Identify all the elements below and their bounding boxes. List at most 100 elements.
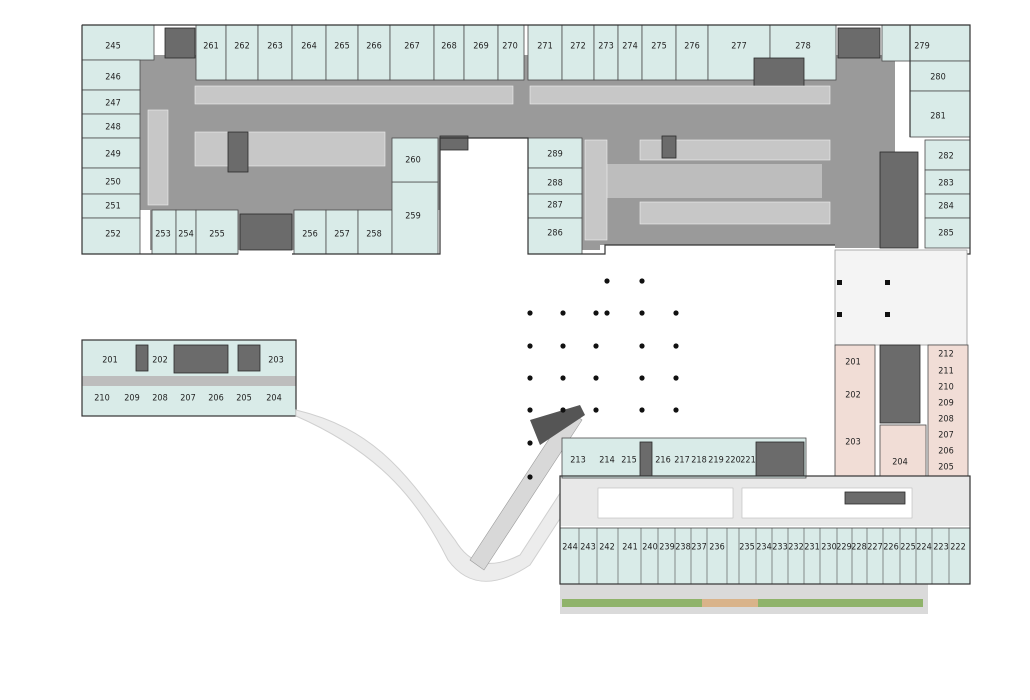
south-unit-216: 216 — [655, 456, 670, 466]
south-unit-237: 237 — [691, 543, 706, 553]
unit-285: 285 — [938, 229, 953, 239]
east-unit-201: 201 — [845, 358, 860, 368]
south-unit-244: 244 — [562, 543, 577, 553]
unit-246: 246 — [105, 73, 120, 83]
south-unit-223: 223 — [933, 543, 948, 553]
south-unit-235: 235 — [739, 543, 754, 553]
south-unit-215: 215 — [621, 456, 636, 466]
unit-251: 251 — [105, 202, 120, 212]
unit-257: 257 — [334, 230, 349, 240]
south-unit-242: 242 — [599, 543, 614, 553]
east-unit-203: 203 — [845, 438, 860, 448]
east-unit-204: 204 — [892, 458, 907, 468]
unit-280: 280 — [930, 73, 945, 83]
south-unit-226: 226 — [883, 543, 898, 553]
unit-282: 282 — [938, 152, 953, 162]
unit-279: 279 — [914, 42, 929, 52]
unit-254: 254 — [178, 230, 193, 240]
south-block: 213 214 215 216 217 218 219 220 221 244 … — [559, 437, 971, 614]
unit-266: 266 — [366, 42, 381, 52]
annex-unit-209: 209 — [124, 394, 139, 404]
unit-281: 281 — [930, 112, 945, 122]
south-unit-218: 218 — [691, 456, 706, 466]
north-aisle — [600, 164, 822, 198]
landscape-strip — [562, 599, 702, 607]
annex-unit-203: 203 — [268, 356, 283, 366]
annex-unit-201: 201 — [102, 356, 117, 366]
south-unit-238: 238 — [675, 543, 690, 553]
unit-271: 271 — [537, 42, 552, 52]
east-unit-207: 207 — [938, 431, 953, 441]
unit-273: 273 — [598, 42, 613, 52]
unit-265: 265 — [334, 42, 349, 52]
annex-unit-206: 206 — [208, 394, 223, 404]
east-unit-205: 205 — [938, 463, 953, 473]
unit-289: 289 — [547, 150, 562, 160]
south-unit-219: 219 — [708, 456, 723, 466]
unit-255: 255 — [209, 230, 224, 240]
south-unit-243: 243 — [580, 543, 595, 553]
annex-unit-208: 208 — [152, 394, 167, 404]
unit-253: 253 — [155, 230, 170, 240]
unit-260: 260 — [405, 156, 420, 166]
unit-286: 286 — [547, 229, 562, 239]
south-unit-213: 213 — [570, 456, 585, 466]
unit-259: 259 — [405, 212, 420, 222]
unit-269: 269 — [473, 42, 488, 52]
north-block: 245 261 262 263 264 265 266 267 268 269 … — [81, 24, 971, 255]
east-unit-206: 206 — [938, 447, 953, 457]
annex-unit-210: 210 — [94, 394, 109, 404]
access-road — [295, 405, 586, 582]
annex-unit-207: 207 — [180, 394, 195, 404]
unit-249: 249 — [105, 150, 120, 160]
south-unit-221: 221 — [740, 456, 755, 466]
east-unit-209: 209 — [938, 399, 953, 409]
unit-287: 287 — [547, 201, 562, 211]
south-unit-222: 222 — [950, 543, 965, 553]
unit-263: 263 — [267, 42, 282, 52]
east-unit-208: 208 — [938, 415, 953, 425]
east-wing: 201 202 203 204 212 211 210 209 208 207 … — [834, 249, 969, 480]
annex-unit-205: 205 — [236, 394, 251, 404]
unit-247: 247 — [105, 99, 120, 109]
annex-unit-202: 202 — [152, 356, 167, 366]
east-unit-210: 210 — [938, 383, 953, 393]
east-unit-211: 211 — [938, 367, 953, 377]
south-unit-229: 229 — [836, 543, 851, 553]
unit-283: 283 — [938, 179, 953, 189]
north-top-units: 245 261 262 263 264 265 266 267 268 269 … — [81, 24, 971, 81]
unit-252: 252 — [105, 230, 120, 240]
unit-256: 256 — [302, 230, 317, 240]
south-unit-230: 230 — [821, 543, 836, 553]
unit-270: 270 — [502, 42, 517, 52]
column-grid — [527, 278, 679, 480]
north-outline — [81, 24, 971, 255]
west-units: 246 247 248 249 250 251 252 — [81, 59, 141, 255]
unit-274: 274 — [622, 42, 637, 52]
unit-277: 277 — [731, 42, 746, 52]
landscape-strip-east — [758, 599, 923, 607]
south-unit-225: 225 — [900, 543, 915, 553]
unit-272: 272 — [570, 42, 585, 52]
east-unit-202: 202 — [845, 391, 860, 401]
unit-288: 288 — [547, 179, 562, 189]
unit-250: 250 — [105, 178, 120, 188]
south-unit-240: 240 — [642, 543, 657, 553]
south-unit-241: 241 — [622, 543, 637, 553]
unit-248: 248 — [105, 123, 120, 133]
annex-unit-204: 204 — [266, 394, 281, 404]
south-unit-228: 228 — [851, 543, 866, 553]
south-unit-224: 224 — [916, 543, 931, 553]
south-unit-234: 234 — [756, 543, 771, 553]
south-unit-232: 232 — [788, 543, 803, 553]
west-annex: 201 202 203 210 209 208 207 206 205 204 — [81, 339, 297, 417]
unit-261: 261 — [203, 42, 218, 52]
unit-284: 284 — [938, 202, 953, 212]
south-unit-236: 236 — [709, 543, 724, 553]
south-unit-227: 227 — [867, 543, 882, 553]
south-unit-233: 233 — [772, 543, 787, 553]
unit-268: 268 — [441, 42, 456, 52]
timber-deck — [702, 599, 758, 607]
unit-278: 278 — [795, 42, 810, 52]
